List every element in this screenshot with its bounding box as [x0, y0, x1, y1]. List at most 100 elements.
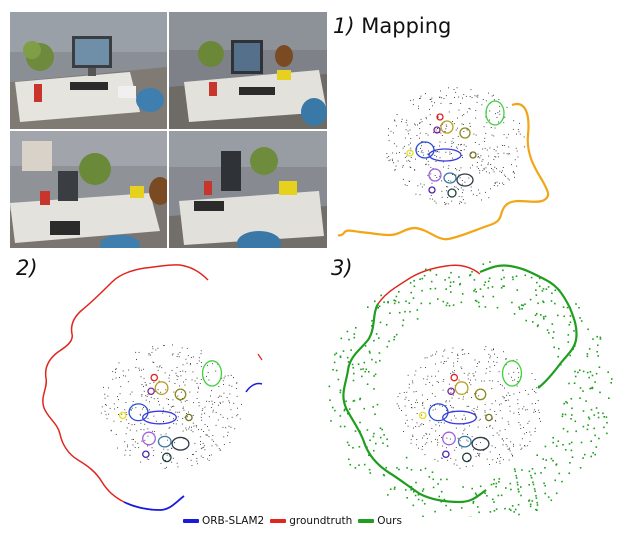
ours-noise-point: [363, 463, 366, 466]
cloud-point: [200, 429, 202, 431]
cloud-point: [388, 160, 390, 162]
cloud-point: [186, 413, 188, 414]
cloud-point: [534, 431, 536, 432]
cloud-point: [533, 411, 535, 413]
cloud-point: [453, 362, 455, 364]
ours-noise-point: [542, 316, 545, 318]
ours-noise-point: [532, 481, 534, 484]
cloud-point: [188, 428, 190, 430]
ours-noise-point: [369, 472, 372, 474]
cloud-point: [426, 158, 427, 160]
cloud-point: [212, 363, 213, 365]
ours-noise-point: [547, 496, 550, 498]
ours-noise-point: [358, 446, 361, 448]
cloud-point: [526, 432, 527, 433]
cloud-point: [428, 164, 430, 166]
cloud-point: [217, 419, 219, 421]
ours-noise-point: [393, 336, 396, 338]
cloud-point: [508, 133, 509, 135]
cloud-point: [529, 441, 531, 442]
cloud-point: [119, 393, 121, 395]
cloud-point: [222, 380, 224, 382]
cloud-point: [122, 370, 124, 372]
cloud-point: [418, 105, 419, 107]
cloud-point: [531, 388, 533, 390]
ours-noise-point: [520, 486, 522, 488]
cloud-point: [388, 140, 390, 142]
ours-noise-point: [487, 280, 490, 283]
cloud-point: [431, 182, 433, 184]
ours-noise-point: [571, 414, 573, 416]
cloud-point: [223, 377, 225, 379]
cloud-point: [233, 377, 234, 379]
cloud-point: [497, 381, 499, 383]
cloud-point: [198, 429, 199, 431]
cloud-point: [514, 176, 515, 178]
sphere-object: [442, 431, 456, 446]
cloud-point: [529, 431, 531, 433]
cloud-point: [197, 386, 199, 388]
cloud-point: [415, 402, 417, 403]
ours-noise-point: [475, 494, 478, 496]
ours-noise-point: [405, 456, 408, 459]
cloud-point: [526, 445, 528, 447]
cloud-point: [159, 365, 161, 367]
ours-noise-point: [353, 333, 356, 335]
cloud-point: [410, 150, 412, 152]
cloud-point: [218, 386, 220, 387]
ours-noise-point: [385, 466, 387, 469]
ours-noise-point: [343, 409, 346, 412]
cloud-point: [172, 405, 173, 407]
cloud-point: [194, 442, 196, 444]
cloud-point: [144, 423, 146, 425]
cloud-point: [463, 414, 465, 416]
cloud-point: [426, 438, 428, 439]
cloud-point: [490, 164, 492, 165]
cup-object: [147, 387, 155, 396]
cloud-point: [461, 368, 463, 369]
cloud-point: [504, 387, 505, 389]
cloud-point: [464, 428, 466, 430]
cloud-point: [486, 426, 488, 428]
ours-noise-point: [440, 490, 443, 493]
cloud-point: [139, 369, 140, 371]
cloud-point: [444, 141, 446, 143]
cloud-point: [443, 379, 445, 380]
cloud-point: [455, 459, 457, 461]
cloud-point: [488, 155, 490, 157]
cloud-point: [416, 439, 418, 440]
ours-noise-point: [544, 484, 546, 487]
ours-noise-point: [410, 469, 413, 471]
cloud-point: [478, 156, 479, 158]
office-desk-photo: [10, 131, 167, 248]
cloud-point: [518, 372, 520, 374]
ours-noise-point: [440, 500, 442, 503]
ours-noise-point: [596, 350, 598, 353]
cloud-point: [499, 454, 500, 456]
cloud-point: [115, 371, 116, 373]
cloud-point: [499, 170, 501, 172]
cloud-point: [186, 347, 188, 349]
cloud-point: [108, 413, 110, 415]
ours-noise-point: [569, 354, 571, 357]
cloud-point: [539, 418, 540, 420]
ours-comparison-map: [328, 261, 613, 517]
cloud-point: [109, 407, 111, 409]
ours-noise-point: [555, 463, 558, 465]
cloud-point: [203, 431, 204, 432]
cloud-point: [453, 123, 455, 125]
ours-noise-point: [368, 454, 370, 457]
cloud-point: [138, 447, 140, 449]
ours-noise-point: [582, 390, 584, 392]
cloud-point: [193, 402, 194, 404]
cloud-point: [142, 408, 143, 410]
cloud-point: [437, 439, 438, 441]
cloud-point: [492, 435, 494, 436]
ours-noise-point: [542, 300, 544, 303]
cloud-point: [401, 121, 402, 123]
cloud-point: [448, 180, 450, 182]
ours-noise-point: [517, 488, 520, 490]
ours-noise-point: [377, 307, 379, 309]
cloud-point: [437, 460, 439, 462]
cloud-point: [469, 108, 471, 110]
